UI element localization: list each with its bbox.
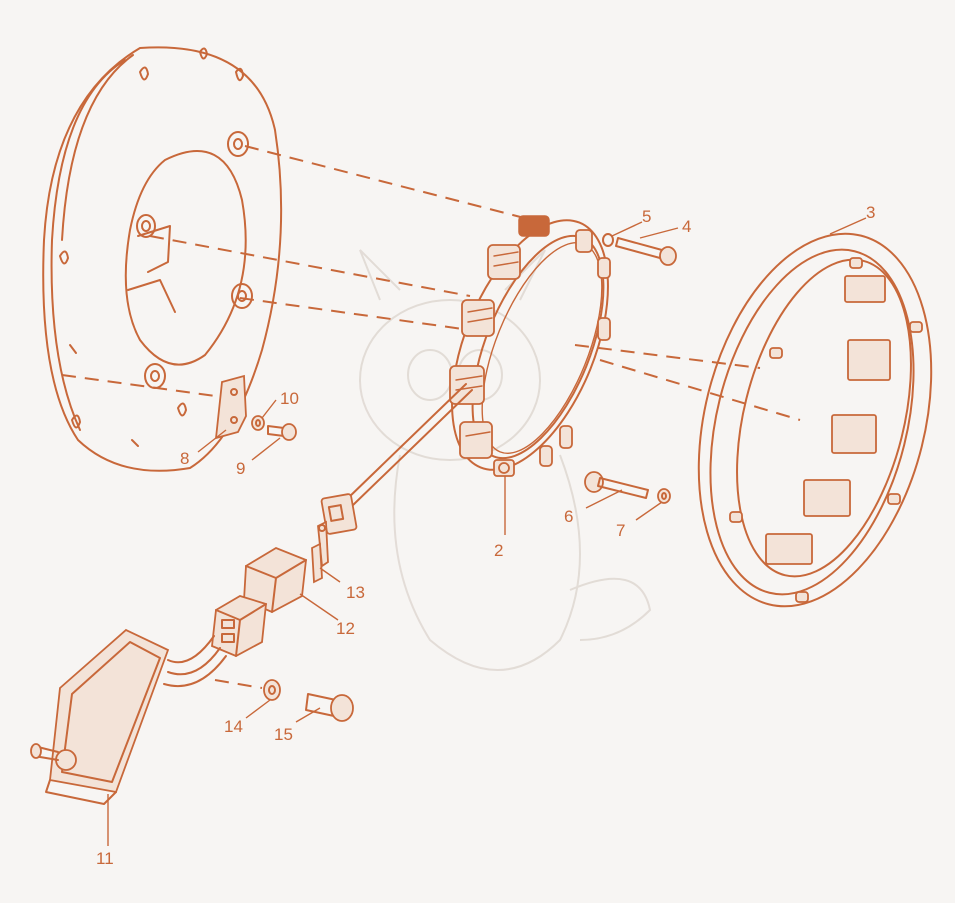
bolt-6 [584,471,649,499]
leader-lines [107,217,867,846]
washer-14 [263,679,281,701]
washer-10 [251,415,265,431]
washer-7 [657,488,671,504]
callout-7: 7 [616,521,625,540]
callout-4: 4 [682,217,691,236]
screw-9 [267,423,297,441]
alignment-lines [61,145,801,689]
callout-15: 15 [274,725,293,744]
callout-labels: 2 3 4 5 6 7 8 9 10 11 12 13 14 15 [96,203,875,868]
callout-6: 6 [564,507,573,526]
bolt-4 [615,237,677,266]
terminal-13 [311,542,323,584]
callout-2: 2 [494,541,503,560]
stator-lead [317,383,473,568]
callout-12: 12 [336,619,355,638]
callout-14: 14 [224,717,243,736]
mounting-plate [42,46,283,472]
callout-13: 13 [346,583,365,602]
connector-12 [211,546,307,657]
washer-5 [602,233,614,247]
callout-10: 10 [280,389,299,408]
callout-8: 8 [180,449,189,468]
bracket-8 [214,374,247,440]
callout-9: 9 [236,459,245,478]
watermark [359,249,652,671]
callout-3: 3 [866,203,875,222]
callout-5: 5 [642,207,651,226]
regulator-11 [30,628,227,805]
callout-11: 11 [96,849,114,868]
bolt-15 [305,693,354,722]
rotor [697,232,933,608]
stator [449,215,611,477]
